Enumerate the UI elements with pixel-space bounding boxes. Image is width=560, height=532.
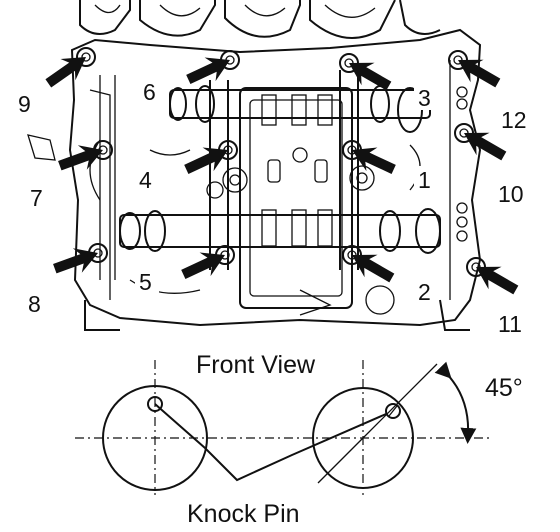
angle-arc [434,361,477,444]
knock-pin-leader [154,403,387,482]
bolt-9 [76,47,96,67]
arrow-icon [349,62,392,91]
arrow-icon [45,57,86,88]
bolt-number-2: 2 [418,279,431,305]
right-camshaft-end [312,387,414,489]
front-view-label: Front View [196,351,316,379]
arrow-icon [352,147,396,174]
bolt-number-9: 9 [18,91,31,117]
arrow-icon [352,254,395,283]
bolt-number-labels: 9 6 3 12 7 4 1 10 8 5 2 11 [18,79,527,337]
arrow-icon [181,252,225,279]
bolt-number-5: 5 [139,269,152,295]
engine-head-illustration [27,0,482,331]
bolt-number-11: 11 [498,311,522,337]
bolt-number-8: 8 [28,291,41,317]
left-camshaft-end [102,385,208,491]
camshaft-lower [119,208,441,254]
bolt-number-3: 3 [418,85,431,111]
left-knock-pin [147,396,163,412]
arrow-icon [458,59,501,88]
bolt-number-1: 1 [418,167,431,193]
arrow-icon [58,145,103,171]
right-knock-pin [385,403,401,419]
arrow-icon [53,248,98,274]
arrow-icon [186,57,230,84]
arrow-icon [464,132,507,161]
arrow-icon [476,266,519,295]
knock-pin-label: Knock Pin [187,500,300,528]
arrow-icon [184,147,228,174]
angle-label: 45° [485,374,523,402]
bolt-number-4: 4 [139,167,152,193]
bolt-number-6: 6 [143,79,156,105]
bolt-number-12: 12 [501,107,527,133]
bolt-number-10: 10 [498,181,524,207]
front-view-diagram: Front View 45° Knock Pin [75,351,523,528]
pointer-arrows [45,57,519,295]
bolt-number-7: 7 [30,185,43,211]
